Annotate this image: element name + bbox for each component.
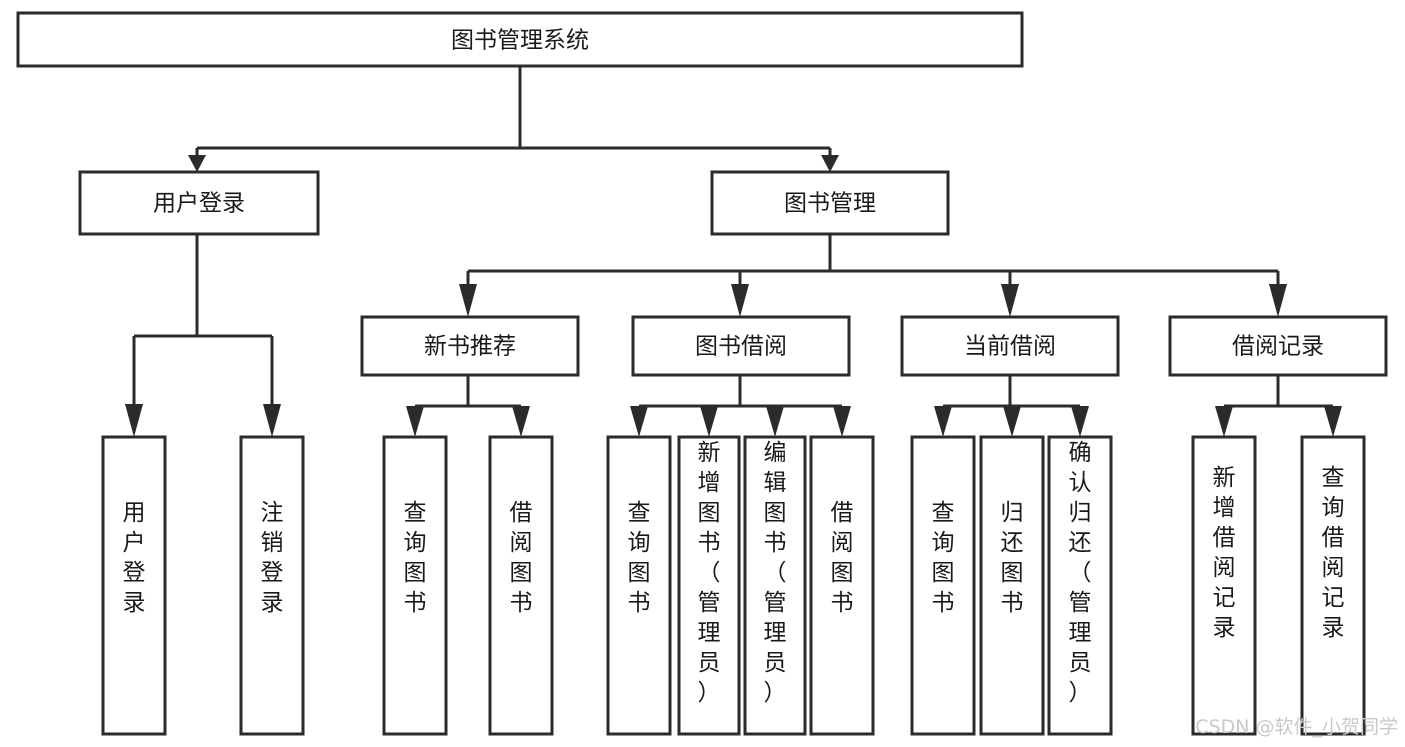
node-leaf-add-record-label: 新增借阅记录 [1213, 465, 1236, 641]
arrow-login-child1 [125, 404, 143, 437]
arrow-borrow-c1 [630, 406, 648, 437]
node-root-box[interactable] [16, 11, 1024, 68]
node-user-login-label: 用户登录 [153, 191, 245, 217]
node-leaf-borrow-book-a[interactable]: 借阅图书 [488, 435, 554, 736]
node-leaf-query-book-b-label: 查询图书 [628, 500, 651, 616]
node-leaf-add-record-box[interactable] [1191, 435, 1257, 736]
node-borrow-record-label: 借阅记录 [1232, 334, 1324, 360]
arrow-borrow-c4 [833, 406, 851, 437]
node-leaf-query-book-b[interactable]: 查询图书 [606, 435, 672, 736]
node-book-management-box[interactable] [710, 170, 950, 236]
arrow-record-c1 [1215, 406, 1233, 437]
node-book-borrow-box[interactable] [631, 315, 851, 377]
node-new-book-recommend-label: 新书推荐 [424, 334, 516, 360]
node-user-login[interactable]: 用户登录 [78, 170, 320, 236]
arrow-record-c2 [1324, 406, 1342, 437]
node-leaf-borrow-book-a-box[interactable] [488, 435, 554, 736]
node-leaf-query-book-c[interactable]: 查询图书 [910, 435, 976, 736]
node-leaf-query-book-b-box[interactable] [606, 435, 672, 736]
node-leaf-edit-book-label: 编辑图书（管理员） [764, 440, 787, 706]
node-leaf-logout[interactable]: 注销登录 [239, 435, 305, 736]
node-leaf-query-book-c-box[interactable] [910, 435, 976, 736]
arrow-root-to-bookmgmt [821, 155, 839, 172]
node-new-book-recommend-box[interactable] [360, 315, 580, 377]
arrow-current-c2 [1003, 406, 1021, 437]
node-leaf-query-record-box[interactable] [1300, 435, 1366, 736]
node-leaf-return-book[interactable]: 归还图书 [979, 435, 1045, 736]
node-leaf-user-login-label: 用户登录 [123, 500, 146, 616]
arrow-bookmgmt-c3 [1001, 284, 1019, 317]
node-leaf-return-book-label: 归还图书 [1001, 500, 1024, 616]
node-leaf-borrow-book-b-label: 借阅图书 [831, 500, 854, 616]
arrow-bookmgmt-c1 [459, 284, 477, 317]
node-leaf-confirm-return[interactable]: 确认归还（管理员） [1047, 435, 1113, 736]
node-user-login-box[interactable] [78, 170, 320, 236]
node-leaf-borrow-book-a-label: 借阅图书 [510, 500, 533, 616]
arrow-borrow-c2 [700, 406, 718, 437]
node-root-label: 图书管理系统 [451, 28, 589, 54]
node-book-borrow[interactable]: 图书借阅 [631, 315, 851, 377]
node-leaf-query-book-a-box[interactable] [382, 435, 448, 736]
node-leaf-query-book-a-label: 查询图书 [404, 500, 427, 616]
arrow-newbook-c1 [406, 406, 424, 437]
node-leaf-query-record-label: 查询借阅记录 [1322, 465, 1345, 641]
node-leaf-confirm-return-box[interactable] [1047, 435, 1113, 736]
node-leaf-confirm-return-label: 确认归还（管理员） [1069, 440, 1092, 706]
node-borrow-record-box[interactable] [1168, 315, 1388, 377]
node-leaf-query-record[interactable]: 查询借阅记录 [1300, 435, 1366, 736]
arrow-bookmgmt-c2 [731, 284, 749, 317]
node-book-management[interactable]: 图书管理 [710, 170, 950, 236]
node-leaf-edit-book[interactable]: 编辑图书（管理员） [743, 435, 807, 736]
node-book-management-label: 图书管理 [784, 191, 876, 217]
node-borrow-record[interactable]: 借阅记录 [1168, 315, 1388, 377]
node-current-borrow-box[interactable] [900, 315, 1120, 377]
csdn-watermark: CSDN @软件_小贺同学 [1195, 716, 1398, 738]
arrow-root-to-login [188, 155, 206, 172]
arrow-borrow-c3 [766, 406, 784, 437]
node-leaf-query-book-a[interactable]: 查询图书 [382, 435, 448, 736]
arrow-bookmgmt-c4 [1269, 284, 1287, 317]
node-book-borrow-label: 图书借阅 [695, 334, 787, 360]
node-leaf-add-book-label: 新增图书（管理员） [698, 440, 721, 706]
node-leaf-add-record[interactable]: 新增借阅记录 [1191, 435, 1257, 736]
node-current-borrow-label: 当前借阅 [964, 334, 1056, 360]
connector-layer [125, 66, 1342, 437]
node-leaf-borrow-book-b[interactable]: 借阅图书 [809, 435, 875, 736]
node-leaf-query-book-c-label: 查询图书 [932, 500, 955, 616]
node-leaf-logout-box[interactable] [239, 435, 305, 736]
arrow-current-c3 [1071, 406, 1089, 437]
node-root[interactable]: 图书管理系统 [16, 11, 1024, 68]
node-leaf-borrow-book-b-box[interactable] [809, 435, 875, 736]
node-leaf-add-book[interactable]: 新增图书（管理员） [677, 435, 741, 736]
arrow-login-child2 [263, 404, 281, 437]
node-leaf-logout-label: 注销登录 [261, 500, 284, 616]
node-leaf-add-book-box[interactable] [677, 435, 741, 736]
node-leaf-edit-book-box[interactable] [743, 435, 807, 736]
node-leaf-user-login[interactable]: 用户登录 [101, 435, 167, 736]
node-leaf-user-login-box[interactable] [101, 435, 167, 736]
node-new-book-recommend[interactable]: 新书推荐 [360, 315, 580, 377]
arrow-current-c1 [934, 406, 952, 437]
arrow-newbook-c2 [512, 406, 530, 437]
node-current-borrow[interactable]: 当前借阅 [900, 315, 1120, 377]
node-leaf-return-book-box[interactable] [979, 435, 1045, 736]
